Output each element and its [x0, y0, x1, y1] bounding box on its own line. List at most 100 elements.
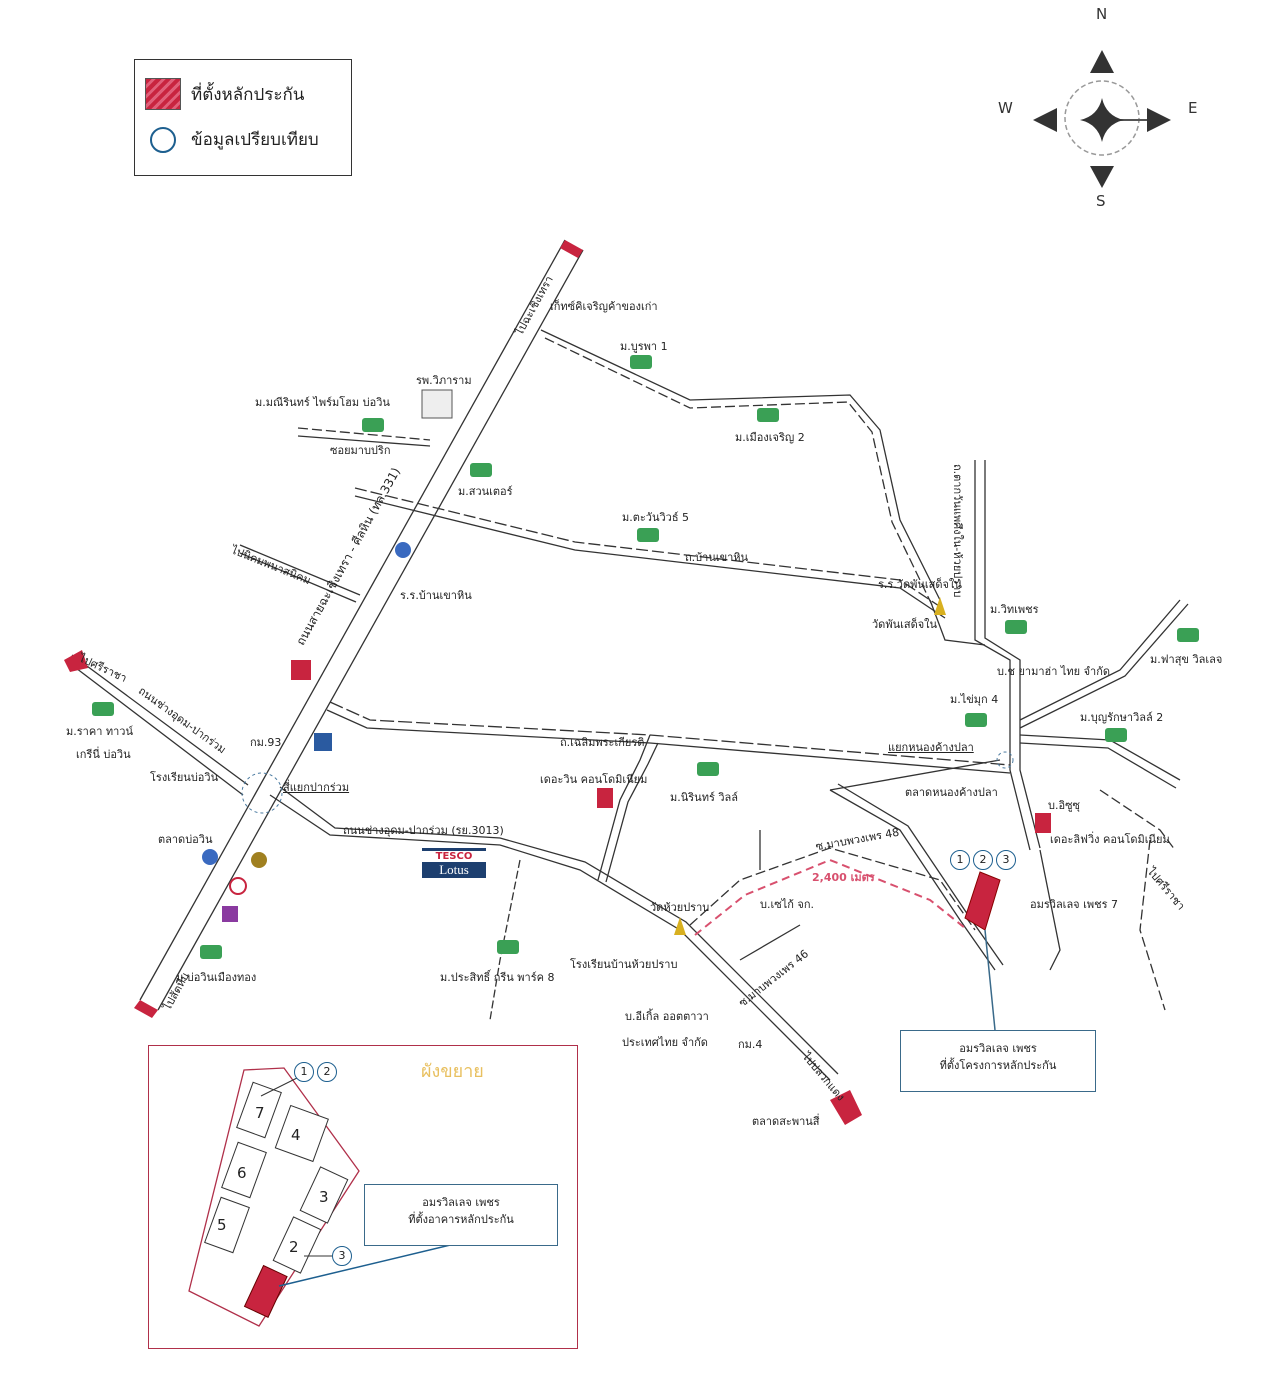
inset-enlarged-plan: ผังขยาย 7 4 6 5 3 2 1 2 3 อมรวิลเลจ เพชร…	[148, 1045, 578, 1349]
temple-icon	[674, 917, 686, 935]
inset-callout-line2: ที่ตั้งอาคารหลักประกัน	[408, 1213, 514, 1226]
condo-icon	[597, 788, 613, 808]
road-to-sriracha	[71, 654, 249, 786]
label-nongkho-junction: แยกหนองค้างปลา	[888, 741, 974, 754]
road-phasuk	[1019, 599, 1181, 721]
label-village-mani: ม.มณีรินทร์ ไพร์มโฮม บ่อวิน	[255, 396, 390, 409]
main-site-callout: อมรวิลเลจ เพชร ที่ตั้งโครงการหลักประกัน	[900, 1030, 1096, 1092]
label-muangcharoen2: ม.เมืองเจริญ 2	[735, 431, 805, 444]
inset-marker-3: 3	[332, 1246, 352, 1266]
soi-mabprik	[297, 427, 431, 441]
label-sawan: ม.สวนเตอร์	[458, 485, 513, 498]
label-burapha1: ม.บูรพา 1	[620, 340, 668, 353]
bank-krungthai-icon	[251, 852, 267, 868]
inset-building-4: 4	[291, 1126, 301, 1144]
route-3013	[269, 794, 831, 1081]
label-market-nongkho: ตลาดหนองค้างปลา	[905, 786, 998, 799]
label-nirin: ม.นิรินทร์ วิลล์	[670, 791, 739, 804]
label-wat-huaiprap: วัดห้วยปราบ	[650, 901, 710, 914]
arrow-to-pluak-daeng-icon	[830, 1090, 862, 1125]
legend-collateral: ที่ตั้งหลักประกัน	[145, 78, 304, 110]
label-tawan5: ม.ตะวันวิวธ์ 5	[622, 511, 690, 524]
road-to-site	[829, 789, 996, 971]
inset-buildings	[204, 1081, 349, 1274]
label-market-bowin: ตลาดบ่อวิน	[158, 833, 213, 846]
inset-building-7: 7	[255, 1104, 265, 1122]
compass-star-icon	[1080, 98, 1124, 142]
compass-rose: N S E W	[995, 0, 1205, 215]
label-school-khaohin: ร.ร.บ้านเขาหิน	[400, 589, 472, 602]
label-company-a: บ.อิซูซุ	[1048, 799, 1081, 812]
label-ban-khao-hin: ถ.บ้านเขาหิน	[685, 551, 749, 564]
label-km93: กม.93	[250, 736, 282, 749]
road-to-nikom	[239, 544, 361, 596]
compass-n: N	[1096, 5, 1108, 23]
inset-collateral-building	[243, 1264, 288, 1319]
label-condo-mid: เดอะวิน คอนโดมิเนียม	[540, 773, 648, 786]
east-arrow-icon	[1147, 108, 1171, 132]
label-eagle-1: บ.อีเกิ้ล ออตตาวา	[625, 1010, 709, 1023]
collateral-swatch	[145, 78, 181, 110]
condo-icon-right	[1035, 813, 1051, 833]
map-legend: ที่ตั้งหลักประกัน ข้อมูลเปรียบเทียบ	[134, 59, 352, 176]
road-mid-vertical	[597, 734, 651, 881]
temple-icon-2	[934, 597, 946, 615]
label-raka: ม.ราคา ทาวน์	[66, 725, 133, 738]
comparison-marker-3: 3	[996, 850, 1016, 870]
label-jtu: เก็ทซ์คิเจริญค้าของเก่า	[550, 300, 658, 313]
label-school-road: ร.ร.วัดพันเสด็จใน	[878, 578, 962, 591]
north-arrow-icon	[1090, 50, 1114, 73]
compass-e: E	[1188, 99, 1198, 117]
label-wat-phansadet: วัดพันเสด็จใน	[872, 618, 938, 631]
label-khaimuk4: ม.ไข่มุก 4	[950, 693, 999, 706]
label-witphet: ม.วิทเพชร	[990, 603, 1039, 616]
hospital-icon	[421, 389, 453, 419]
label-eagle-2: ประเทศไทย จำกัด	[622, 1036, 708, 1049]
label-bowin-muangthong: ม.บ่อวินเมืองทอง	[176, 971, 257, 984]
main-highway-left-edge	[139, 239, 566, 1001]
arrow-to-sriracha-icon	[64, 650, 88, 672]
arrow-to-chachoengsao-icon	[560, 240, 583, 258]
ptt-icon-2	[202, 849, 218, 865]
arrow-to-sattahip-icon	[134, 1000, 158, 1018]
inset-marker-2: 2	[317, 1062, 337, 1082]
label-hospital: รพ.วิภาราม	[416, 374, 472, 387]
label-prasitlor: ม.ประสิทธิ์ กรีน พาร์ค 8	[440, 971, 555, 984]
label-company-chai: บ.เซไก้ จก.	[760, 898, 814, 911]
lotus-text: Lotus	[422, 862, 486, 878]
compass-icon	[1033, 50, 1171, 188]
inset-building-5: 5	[217, 1216, 227, 1234]
label-route-3013: ถนนช่างอุดม-ปากร่วม (รย.3013)	[343, 824, 504, 837]
gas-station-icon	[229, 877, 247, 895]
label-phasuk: ม.ฟาสุข วิลเลจ	[1150, 653, 1223, 666]
label-company-thai: บ.ช ยามาฮ่า ไทย จำกัด	[997, 665, 1111, 678]
inset-title: ผังขยาย	[421, 1061, 484, 1082]
legend-comparison-label: ข้อมูลเปรียบเทียบ	[191, 130, 319, 150]
label-boonrak2: ม.บุญรักษาวิลล์ 2	[1080, 711, 1164, 724]
label-market-bottom: ตลาดสะพานสี่	[752, 1115, 820, 1128]
road-north-east	[540, 329, 941, 601]
inset-building-2: 2	[289, 1238, 299, 1256]
tesco-text: TESCO	[422, 848, 486, 862]
shop-icon	[222, 906, 238, 922]
compass-w: W	[998, 99, 1013, 117]
collateral-site-marker	[964, 871, 1001, 931]
road-ban-khao-hin	[354, 487, 946, 611]
label-distance: 2,400 เมตร	[812, 871, 875, 884]
landmark-icon	[291, 660, 311, 680]
legend-collateral-label: ที่ตั้งหลักประกัน	[191, 84, 305, 105]
label-school-huaiprap: โรงเรียนบ้านห้วยปราบ	[570, 958, 678, 971]
inset-building-3: 3	[319, 1188, 329, 1206]
label-greenvillage: เกรีนี่ บ่อวิน	[76, 748, 131, 761]
road-north-vertical	[974, 460, 1031, 851]
label-amorn7: อมรวิลเลจ เพชร 7	[1030, 898, 1119, 911]
distance-path	[694, 858, 966, 936]
legend-comparison: ข้อมูลเปรียบเทียบ	[145, 126, 319, 153]
comparison-marker-1: 1	[950, 850, 970, 870]
label-school-bowin: โรงเรียนบ่อวิน	[150, 771, 219, 784]
south-arrow-icon	[1090, 166, 1114, 188]
inset-callout: อมรวิลเลจ เพชร ที่ตั้งอาคารหลักประกัน	[364, 1184, 558, 1246]
inset-plan-drawing	[188, 1067, 468, 1327]
west-arrow-icon	[1033, 108, 1057, 132]
